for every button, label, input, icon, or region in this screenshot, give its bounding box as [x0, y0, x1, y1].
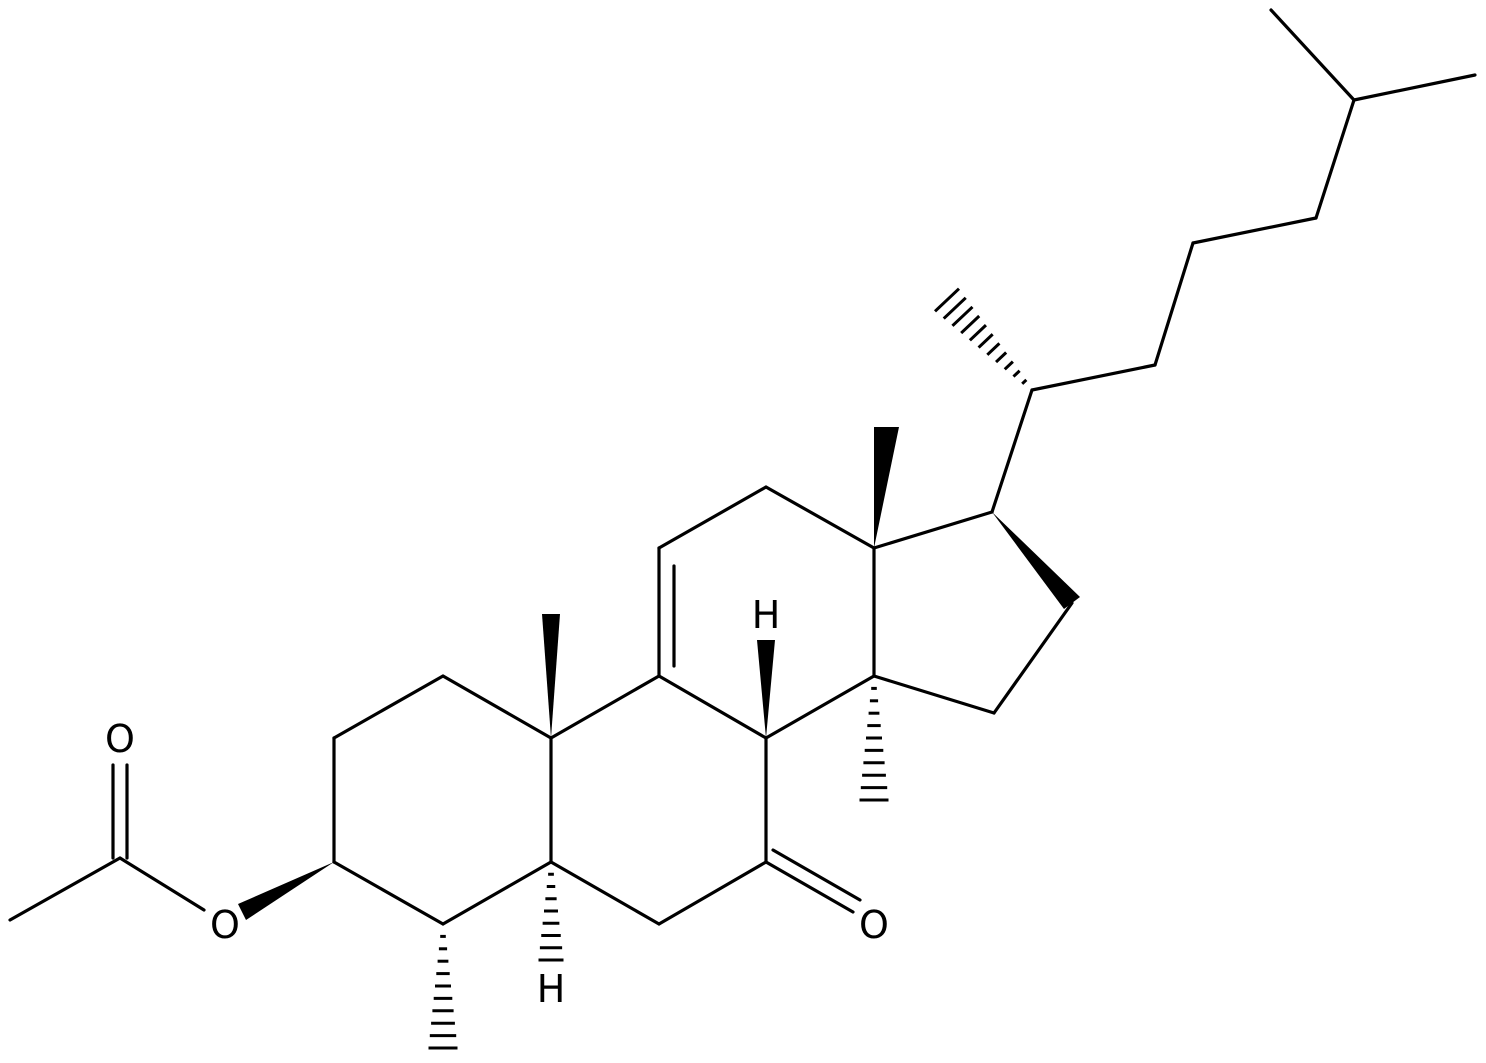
- atom-label-o-ketone: O: [859, 903, 889, 947]
- bond-c1-c2: [332, 674, 445, 740]
- bond-c15-c14: [872, 674, 996, 715]
- hash-c20-methyl-stroke: [1012, 369, 1021, 378]
- bond-c7-o-2: [771, 848, 862, 902]
- bond-acetyl-c-o: [118, 856, 206, 912]
- bond-c16-c15: [992, 601, 1074, 715]
- bond-c13-c17: [872, 510, 994, 550]
- hash-c20-methyl-stroke: [986, 342, 1001, 356]
- bond-c4-c5: [441, 860, 553, 926]
- bond-c12-c13: [764, 485, 876, 550]
- hash-c20-methyl-stroke: [960, 314, 981, 335]
- bond-c6-c5: [549, 860, 661, 926]
- bond-c17-c20: [990, 388, 1034, 514]
- bond-c23-c24: [1191, 216, 1318, 245]
- bond-c20-c22: [1030, 363, 1157, 392]
- hash-c20-methyl-stroke: [1003, 360, 1014, 371]
- hash-c20-methyl-stroke: [968, 324, 987, 342]
- atom-label-o-acetyl: O: [105, 717, 135, 761]
- wedge-c17-c16: [992, 512, 1080, 609]
- atom-label-o-ester: O: [210, 903, 240, 947]
- bond-c24-c25: [1314, 98, 1356, 220]
- bond-c9-c8: [657, 674, 768, 740]
- bond-acetyl-methyl: [8, 856, 122, 922]
- bond-c7-o-1: [764, 860, 855, 914]
- hash-c20-methyl-stroke: [977, 333, 994, 349]
- wedge-c3-o: [238, 862, 334, 920]
- wedge-c8-h: [757, 640, 775, 738]
- atom-label-h-c8: H: [752, 593, 781, 637]
- wedge-c10-methyl: [542, 614, 560, 738]
- bond-c25-c27: [1352, 73, 1477, 102]
- bond-c25-c26: [1269, 8, 1356, 102]
- bond-c3-c4: [332, 860, 445, 926]
- hash-c20-methyl-stroke: [995, 351, 1008, 364]
- bond-c22-c23: [1153, 241, 1195, 367]
- atom-label-h-c5: H: [537, 967, 566, 1011]
- hash-c20-methyl-stroke: [942, 296, 967, 320]
- wedge-c13-methyl: [874, 427, 899, 548]
- bond-c10-c9: [549, 674, 661, 740]
- bond-c14-c8: [764, 674, 876, 740]
- bond-c10-c1: [441, 674, 553, 740]
- bond-c7-c6: [657, 860, 768, 926]
- hash-c20-methyl-stroke: [933, 287, 961, 313]
- hash-c20-methyl-stroke: [1021, 378, 1028, 385]
- bond-c11-c12: [657, 485, 768, 550]
- hash-c20-methyl-stroke: [951, 305, 974, 327]
